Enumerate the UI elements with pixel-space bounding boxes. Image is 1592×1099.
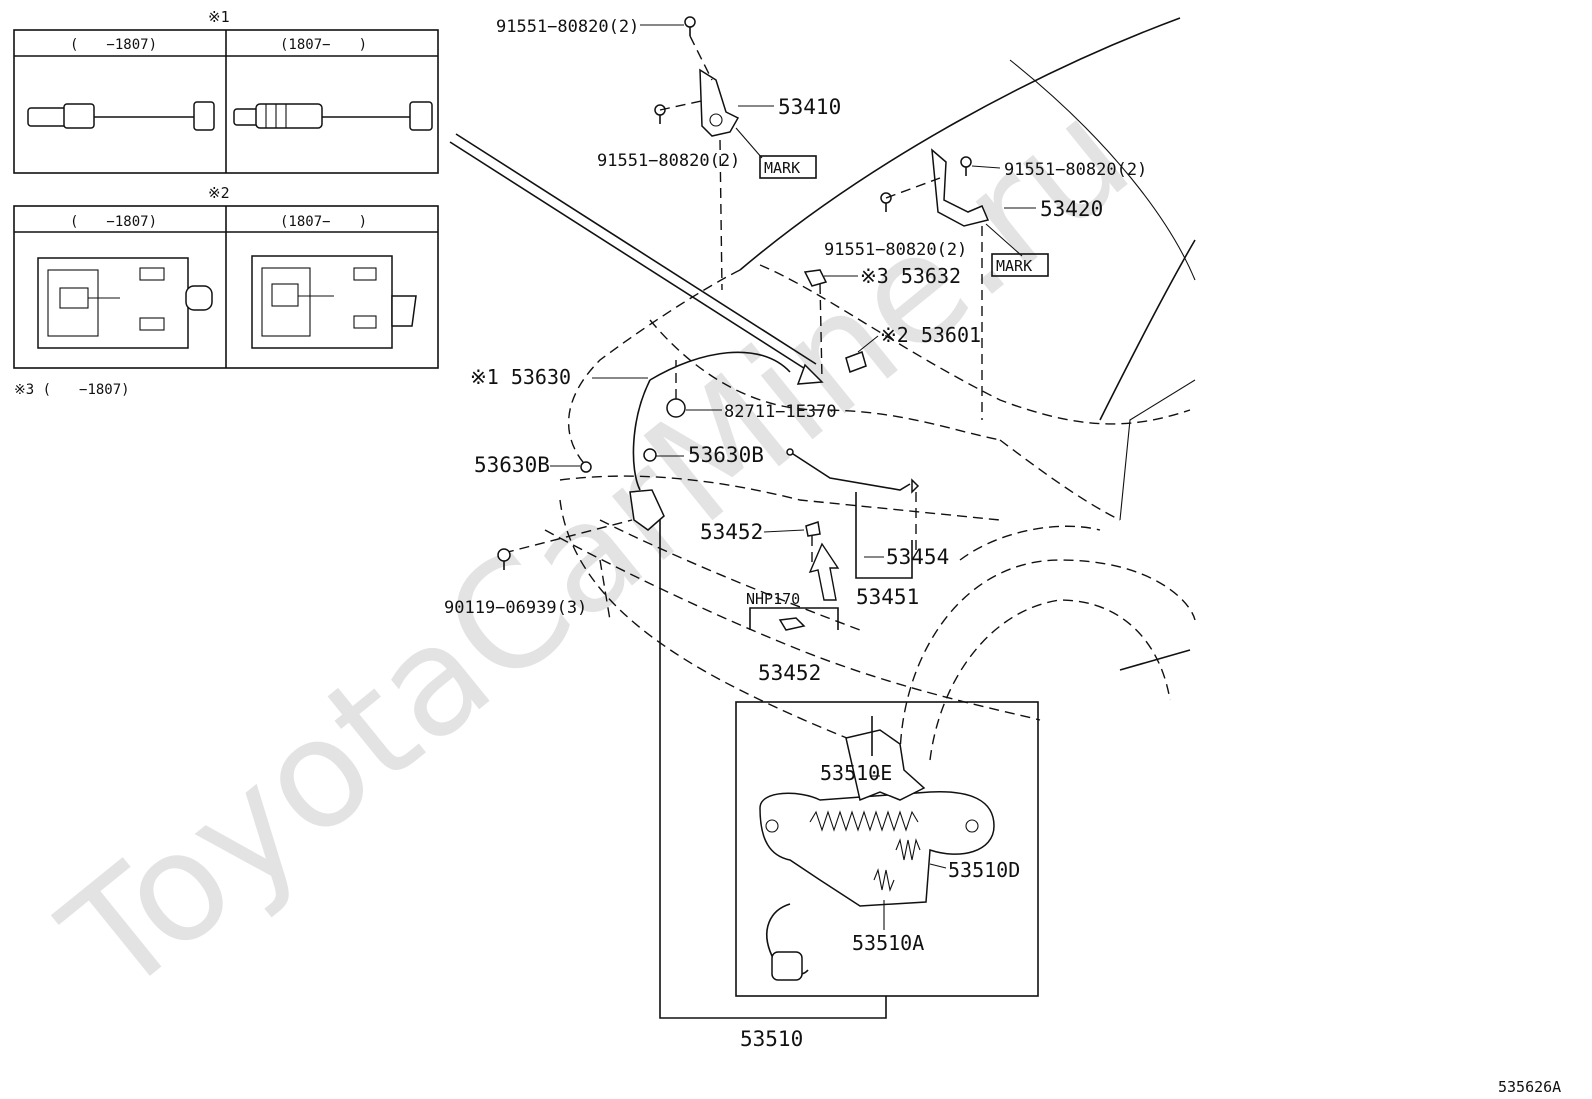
cable-end-new — [233, 101, 433, 131]
label-release-cable: ※1 53630 — [470, 365, 571, 389]
inset-2-switch-variants: ※2 ( −1807) (1807− ) ※3 ( −1807) — [13, 184, 439, 398]
label-lock-e: 53510E — [820, 761, 892, 785]
hinge-right-53420 — [880, 148, 990, 420]
switch-old — [37, 257, 213, 349]
inset-1-col-left: ( −1807) — [70, 37, 157, 53]
label-support-clip-1: 53452 — [700, 520, 763, 544]
inset-3-note: ※3 ( −1807) — [14, 382, 130, 398]
watermark: ToyotaCarMine.ru — [32, 68, 1161, 1029]
label-bolt-right-1: 91551−80820(2) — [1004, 160, 1147, 180]
clamp-53630b-left — [580, 461, 592, 473]
inset-2-mark: ※2 — [208, 184, 230, 202]
label-support-clip-2: 53452 — [758, 661, 821, 685]
hood-lock-detail-box — [735, 701, 1039, 997]
vehicle-outline — [544, 17, 1196, 761]
label-lock-a: 53510A — [852, 931, 924, 955]
label-bolt-right-2: 91551−80820(2) — [824, 240, 967, 260]
diagram-id: 535626A — [1498, 1078, 1561, 1096]
hood-direction-arrow — [449, 133, 824, 385]
inset-2-col-right: (1807− ) — [280, 214, 367, 230]
inset-1-cable-variants: ※1 ( −1807) (1807− ) — [13, 8, 439, 174]
clamp-53630b-right — [643, 448, 657, 462]
label-hinge-right: 53420 — [1040, 197, 1103, 221]
label-hood-lock-assy: 53510 — [740, 1027, 803, 1051]
release-cable — [632, 351, 791, 491]
nhp170-bracket — [749, 607, 839, 630]
support-clip-2 — [778, 617, 806, 631]
label-support-rod: 53454 — [886, 545, 949, 569]
label-hood-lock-switch: ※2 53601 — [880, 323, 981, 347]
hood-lock-detail — [759, 716, 995, 981]
label-lock-bolts: 90119−06939(3) — [444, 598, 587, 618]
label-clip-82711: 82711−1E370 — [724, 402, 837, 422]
label-clamp-left: 53630B — [474, 453, 550, 477]
label-support-rod-assy: 53451 — [856, 585, 919, 609]
label-bolt-top-2: 91551−80820(2) — [597, 151, 740, 171]
lock-leader — [659, 520, 887, 1019]
hood-lock-switch — [845, 351, 867, 373]
up-arrow — [808, 542, 840, 601]
switch-new — [251, 255, 417, 349]
hood-lock-on-vehicle — [629, 489, 665, 531]
hinge-left-53410 — [654, 16, 740, 291]
label-mark-right: MARK — [996, 257, 1032, 275]
cable-end-old — [27, 101, 215, 131]
label-support-rod-holder: ※3 53632 — [860, 264, 961, 288]
inset-2-col-left: ( −1807) — [70, 214, 157, 230]
support-clip-1 — [805, 521, 821, 537]
label-mark-left: MARK — [764, 159, 800, 177]
label-hinge-left: 53410 — [778, 95, 841, 119]
label-lock-d: 53510D — [948, 858, 1020, 882]
support-rod — [786, 448, 920, 579]
label-variant: NHP170 — [746, 590, 800, 608]
label-clamp-right: 53630B — [688, 443, 764, 467]
inset-1-mark: ※1 — [208, 8, 230, 26]
clip-82711 — [666, 398, 686, 418]
support-rod-holder — [803, 269, 828, 287]
mark-box-left — [759, 155, 817, 179]
inset-1-col-right: (1807− ) — [280, 37, 367, 53]
label-bolt-top-1: 91551−80820(2) — [496, 17, 639, 37]
